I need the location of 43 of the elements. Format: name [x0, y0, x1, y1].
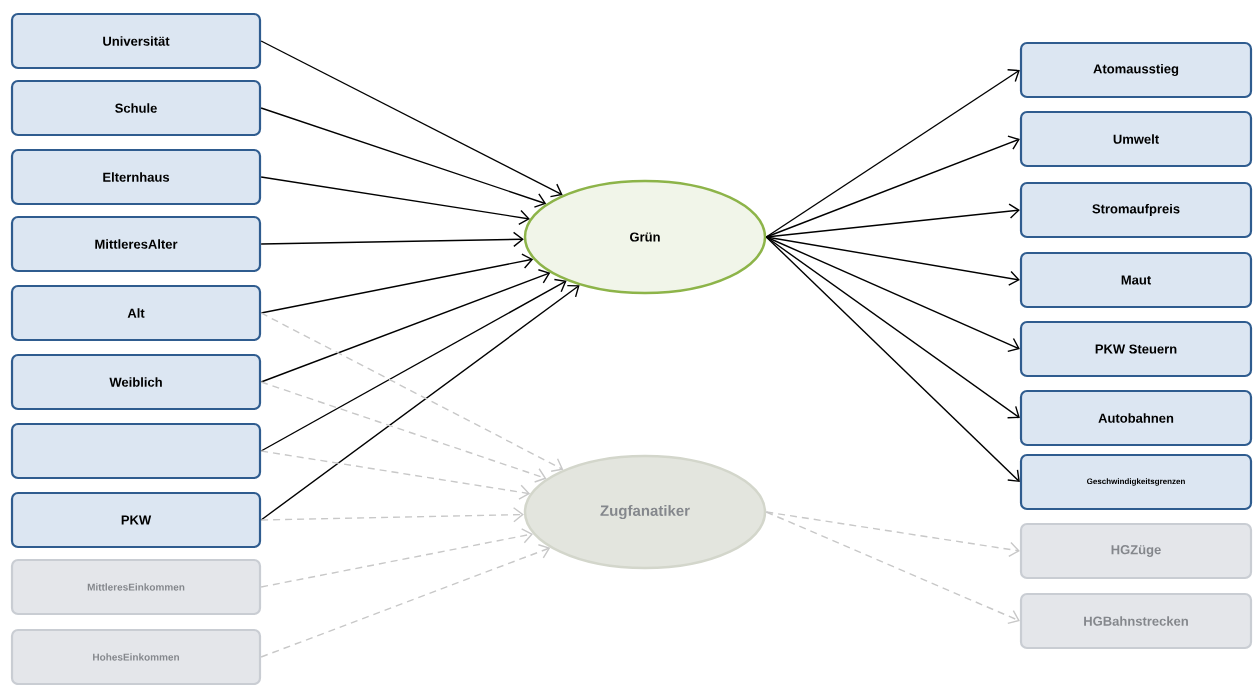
arrow — [765, 236, 1020, 482]
label-box: HohesEinkommen — [10, 628, 262, 685]
arrow — [260, 507, 524, 523]
arrow — [765, 511, 1020, 558]
label-box: Stromaufpreis — [1019, 181, 1253, 239]
arrow — [260, 450, 531, 500]
label-box: Schule — [10, 79, 262, 137]
arrow — [765, 135, 1020, 238]
ellipse-node: Grün — [523, 179, 767, 295]
label-box: Geschwindigkeitsgrenzen — [1019, 453, 1253, 511]
arrow — [260, 528, 533, 588]
ellipse-node: Zugfanatiker — [523, 454, 767, 570]
arrow — [260, 284, 580, 521]
arrow — [260, 381, 547, 483]
label-box: Weiblich — [10, 353, 262, 411]
arrow — [765, 203, 1020, 238]
arrow — [260, 107, 547, 208]
arrow — [260, 231, 524, 248]
label-box: HGBahnstrecken — [1019, 592, 1253, 650]
arrow — [765, 69, 1020, 238]
label-box: Alt — [10, 284, 262, 342]
label-box: HGZüge — [1019, 522, 1253, 580]
arrow — [260, 312, 564, 472]
arrow — [765, 236, 1020, 352]
label-box: Maut — [1019, 251, 1253, 309]
label-box: Universität — [10, 12, 262, 70]
arrow — [260, 40, 563, 198]
label-box: PKW Steuern — [1019, 320, 1253, 378]
label-box: MittleresEinkommen — [10, 558, 262, 616]
arrow — [765, 236, 1020, 286]
label-box: MittleresAlter — [10, 215, 262, 273]
arrow — [260, 269, 551, 383]
label-box: PKW — [10, 491, 262, 549]
arrow — [260, 278, 567, 452]
arrow — [260, 176, 530, 226]
empty-box — [10, 422, 262, 480]
label-box: Umwelt — [1019, 110, 1253, 168]
label-box: Atomausstieg — [1019, 41, 1253, 99]
label-box: Autobahnen — [1019, 389, 1253, 447]
label-box: Elternhaus — [10, 148, 262, 206]
arrow — [765, 511, 1020, 625]
arrow — [260, 253, 534, 314]
arrow — [260, 544, 551, 658]
